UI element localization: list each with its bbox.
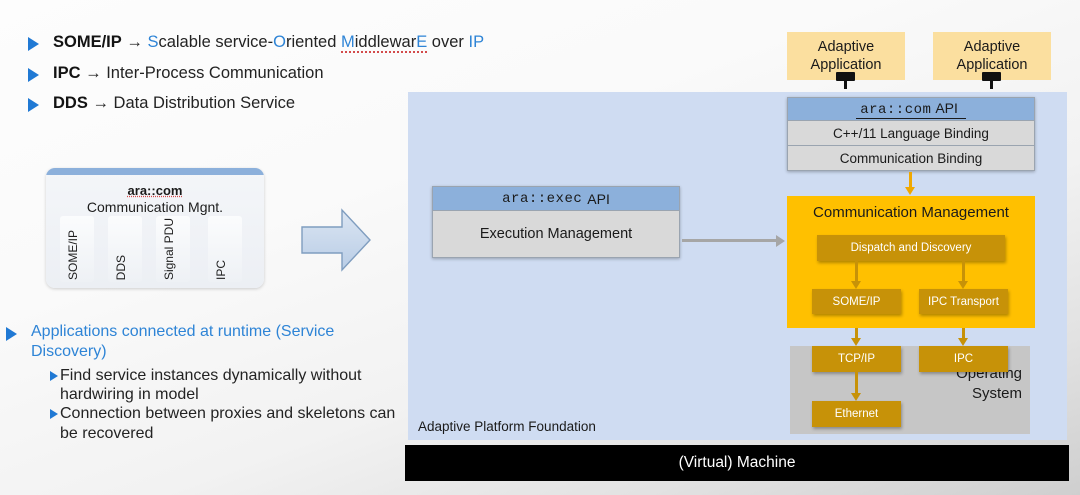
sub-bullet-find-services: Find service instances dynamically witho…	[50, 366, 396, 404]
triangle-bullet-icon	[28, 98, 39, 113]
someip-o: O	[273, 33, 286, 51]
tcp-ip-box: TCP/IP	[812, 346, 901, 372]
arrow-line-dispatch-to-ipc	[962, 261, 965, 282]
someip-e: E	[416, 33, 428, 51]
ipc-transport-box: IPC Transport	[919, 289, 1008, 314]
port-connector-icon-2	[982, 72, 1001, 89]
bullet-item-someip: SOME/IP → Scalable service-Oriented Midd…	[28, 32, 588, 53]
card-top-bar	[46, 168, 264, 175]
sub-bullet-proxy-skeleton: Connection between proxies and skeletons…	[50, 404, 396, 442]
ara-exec-api-mono: ara::exec	[502, 190, 583, 207]
adaptive-app-line2-a: Application	[810, 57, 882, 73]
arrow-head-dispatch-to-ipc	[958, 281, 968, 289]
bullet-item-ipc: IPC → Inter-Process Communication	[28, 63, 588, 84]
stripe-ipc	[208, 216, 242, 282]
sub-bullet-text-proxy-skeleton: Connection between proxies and skeletons…	[60, 405, 396, 442]
triangle-subbullet-icon	[50, 371, 58, 381]
bullet-term-ipc: IPC	[53, 63, 81, 82]
someip-s: S	[147, 33, 159, 51]
ara-exec-api-word: API	[587, 190, 610, 207]
someip-transport-box: SOME/IP	[812, 289, 901, 314]
bullet-item-dds: DDS → Data Distribution Service	[28, 93, 588, 114]
arrow-line-exec-to-comm	[682, 239, 778, 242]
arrow-line-tcpip-to-ethernet	[855, 372, 858, 394]
triangle-bullet-icon	[28, 67, 39, 82]
ara-com-api-header: ara::com API	[787, 97, 1035, 121]
panel-label-adaptive-platform-foundation: Adaptive Platform Foundation	[418, 419, 596, 434]
ara-com-api-stack: ara::com API C++/11 Language Binding Com…	[787, 97, 1035, 171]
stripe-label-ipc: IPC	[214, 259, 228, 280]
stripe-dds	[108, 216, 142, 282]
someip-ip: IP	[468, 33, 485, 51]
adaptive-application-box-2: Adaptive Application	[933, 32, 1051, 80]
bullet-expansion-dds: Data Distribution Service	[113, 94, 296, 113]
arrow-head-ipctransport-to-ipc	[958, 338, 968, 346]
triangle-subbullet-icon	[50, 409, 58, 420]
arrow-line-someip-to-tcpip	[855, 328, 858, 339]
someip-riented: riented	[285, 33, 341, 51]
ara-com-api-word: API	[935, 99, 958, 116]
runtime-bullet-list: Applications connected at runtime (Servi…	[6, 322, 396, 443]
bullet-arrow-ipc: →	[85, 63, 102, 82]
execution-management-label: Execution Management	[432, 211, 680, 258]
bullet-arrow-dds: →	[92, 94, 109, 113]
bullet-text-dds: DDS → Data Distribution Service	[53, 93, 295, 114]
triangle-bullet-icon	[28, 37, 39, 51]
bullet-expansion-ipc: Inter-Process Communication	[106, 63, 324, 82]
stripe-someip	[60, 216, 94, 282]
someip-over: over	[427, 33, 469, 51]
stack-row-communication-binding: Communication Binding	[787, 146, 1035, 171]
virtual-machine-bar: (Virtual) Machine	[405, 445, 1069, 481]
arrow-head-dispatch-to-someip	[851, 281, 861, 289]
triangle-bullet-icon	[6, 327, 17, 341]
arrow-head-exec-to-comm	[776, 235, 785, 247]
stripe-label-dds: DDS	[114, 254, 128, 280]
adaptive-app-line1-a: Adaptive	[817, 38, 875, 55]
bullet-item-applications-connected: Applications connected at runtime (Servi…	[6, 322, 396, 362]
card-subtitle: Communication Mgnt.	[86, 199, 224, 215]
stack-row-cpp-binding: C++/11 Language Binding	[787, 121, 1035, 146]
arrow-head-tcpip-to-ethernet	[851, 393, 861, 401]
communication-management-block: Communication Management Dispatch and Di…	[787, 196, 1035, 328]
ara-com-api-mono: ara::com	[860, 101, 932, 118]
bullet-text-someip: SOME/IP → Scalable service-Oriented Midd…	[53, 32, 484, 53]
block-arrow-right-icon	[301, 208, 371, 272]
bullet-term-someip: SOME/IP	[53, 33, 122, 51]
sub-bullet-text-find-services: Find service instances dynamically witho…	[60, 367, 362, 404]
ara-com-communication-card: ara::com Communication Mgnt. SOME/IP DDS…	[46, 168, 264, 288]
arrow-line-stack-to-comm	[909, 172, 912, 188]
someip-calable: calable service-	[158, 33, 274, 51]
someip-iddlewar: iddlewar	[354, 33, 417, 51]
arrow-line-ipctransport-to-ipc	[962, 328, 965, 339]
stripe-signal-pdu	[156, 216, 190, 282]
arrow-head-someip-to-tcpip	[851, 338, 861, 346]
ethernet-box: Ethernet	[812, 401, 901, 427]
card-title-ara-com: ara::com	[127, 183, 183, 198]
bullet-text-ipc: IPC → Inter-Process Communication	[53, 63, 324, 84]
bullet-term-dds: DDS	[53, 94, 88, 113]
stripe-label-signal-pdu: Signal PDU	[162, 217, 176, 280]
adaptive-app-line2-b: Application	[956, 57, 1028, 73]
definitions-bullet-list: SOME/IP → Scalable service-Oriented Midd…	[28, 32, 588, 124]
port-connector-icon-1	[836, 72, 855, 89]
adaptive-app-line1-b: Adaptive	[963, 38, 1021, 55]
communication-management-title: Communication Management	[813, 204, 1009, 221]
dispatch-and-discovery-box: Dispatch and Discovery	[817, 235, 1005, 261]
bullet-text-applications-connected: Applications connected at runtime (Servi…	[31, 323, 335, 360]
arrow-head-stack-to-comm	[905, 187, 915, 195]
stripe-label-someip: SOME/IP	[66, 229, 80, 280]
arrow-line-dispatch-to-someip	[855, 261, 858, 282]
someip-m: M	[341, 33, 355, 51]
bullet-arrow-someip: →	[126, 33, 143, 51]
os-label-line2: System	[971, 384, 1022, 402]
sub-bullet-list: Find service instances dynamically witho…	[50, 366, 396, 443]
ipc-box: IPC	[919, 346, 1008, 372]
